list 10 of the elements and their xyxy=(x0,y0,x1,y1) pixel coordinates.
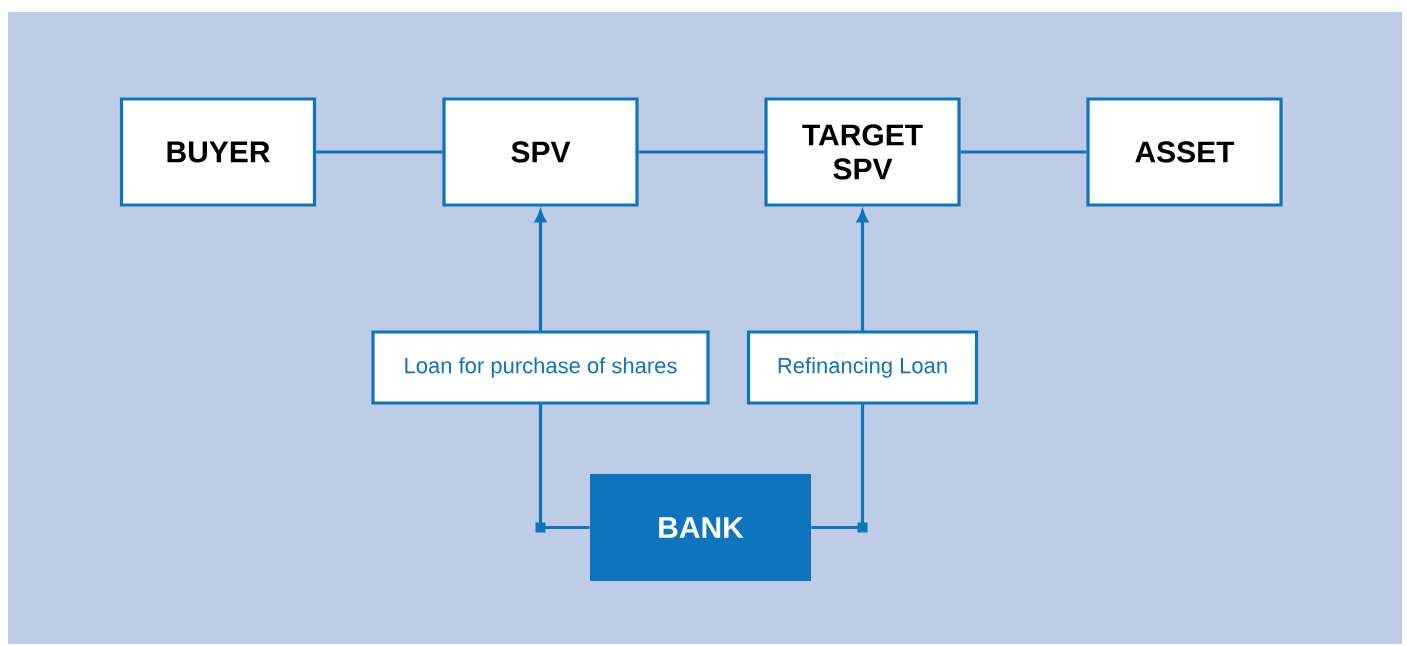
connector-line xyxy=(638,150,765,154)
connector-line xyxy=(960,150,1087,154)
edge-label: Refinancing Loan xyxy=(746,330,979,405)
edge-label: Loan for purchase of shares xyxy=(371,330,710,405)
entity-box: BUYER xyxy=(119,97,317,207)
bank-box: BANK xyxy=(590,474,811,581)
entity-box: ASSET xyxy=(1086,97,1283,207)
connector-line xyxy=(316,150,443,154)
entity-box: TARGET SPV xyxy=(764,97,961,207)
entity-box: SPV xyxy=(442,97,639,207)
